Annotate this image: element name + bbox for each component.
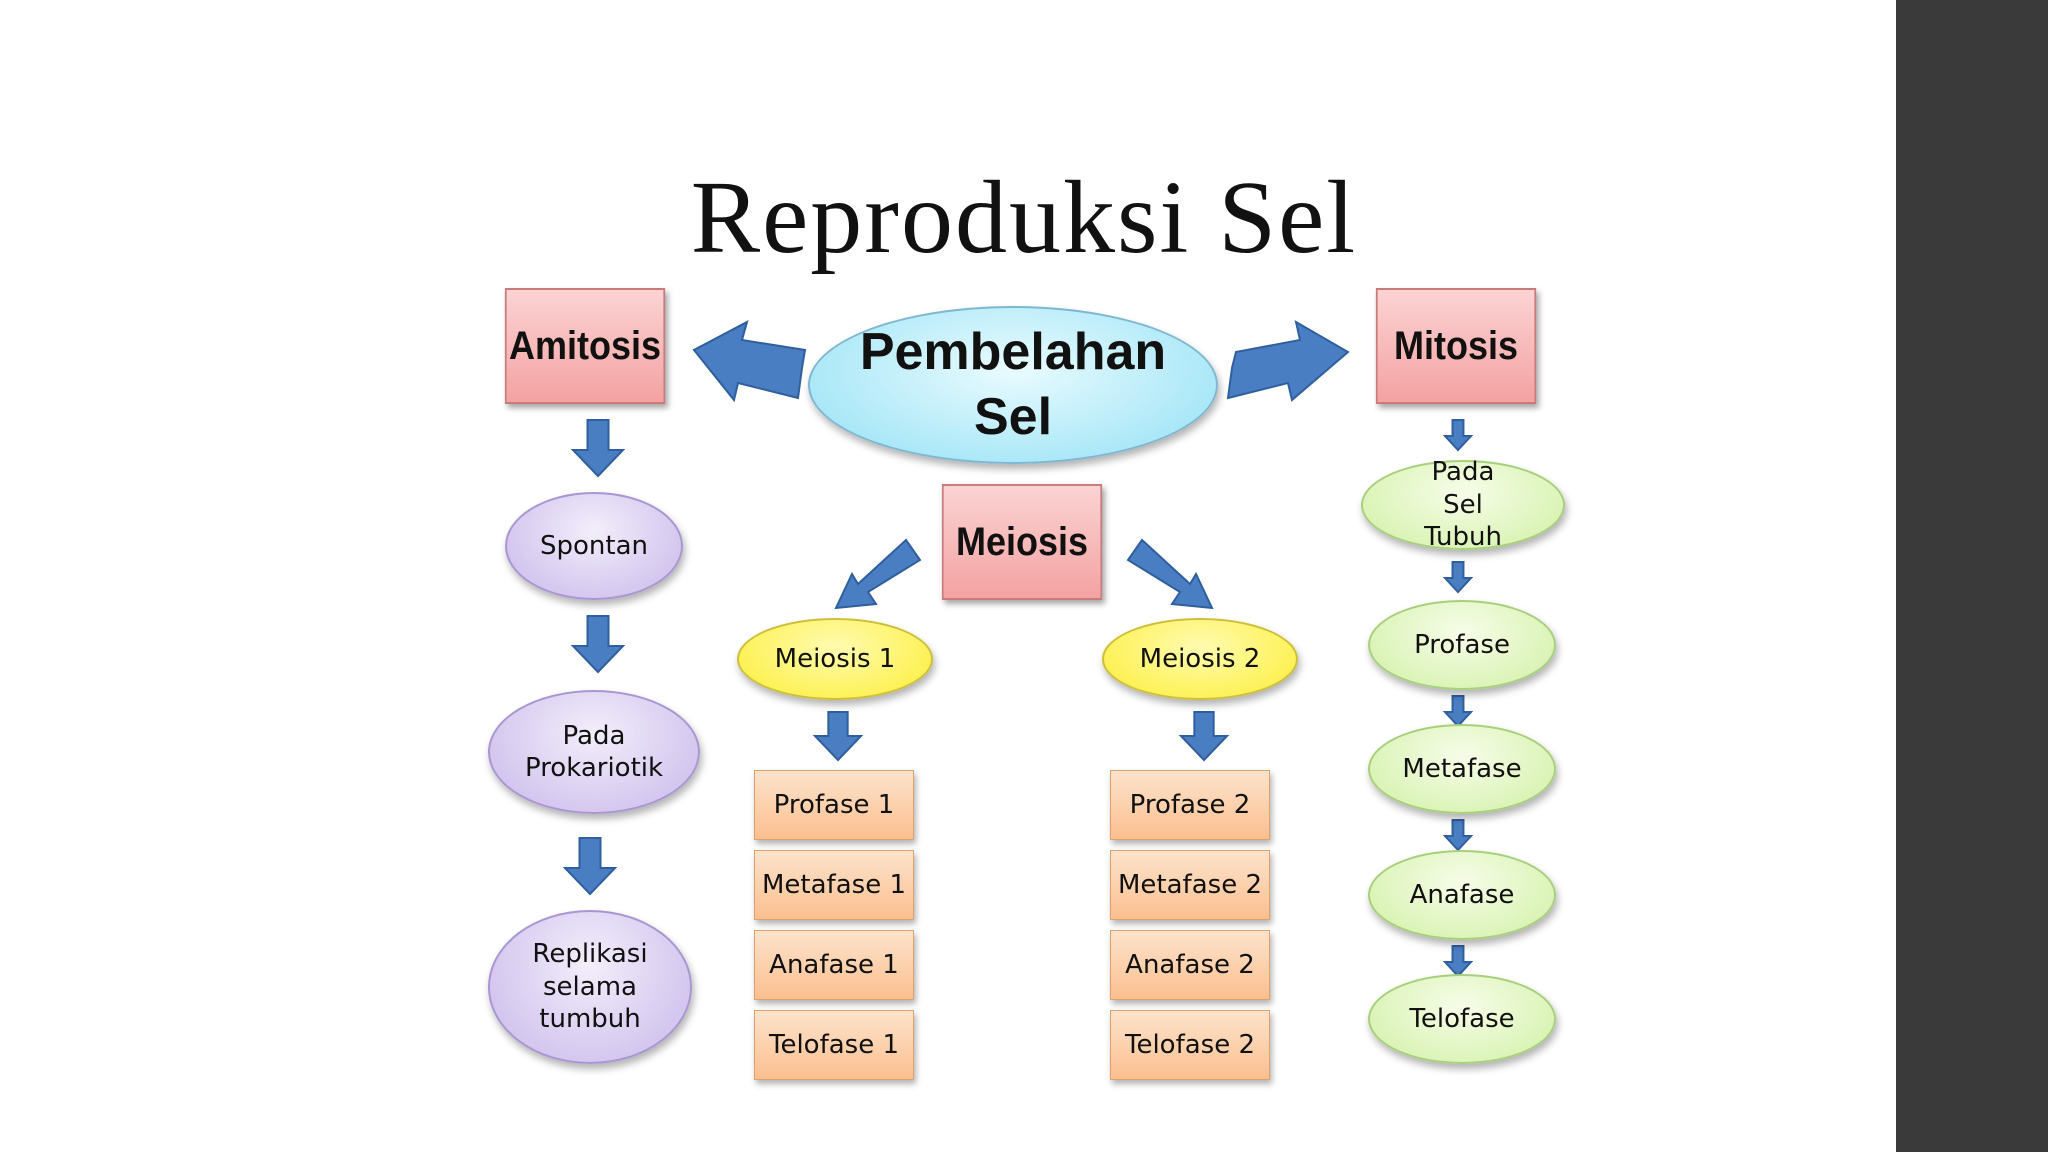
arrow-down-mitosis-3 xyxy=(1442,695,1474,728)
meiosis2-phase-4: Telofase 2 xyxy=(1110,1010,1270,1080)
meiosis1-phase-4: Telofase 1 xyxy=(754,1010,914,1080)
amitosis-step-3: Replikasi selama tumbuh xyxy=(488,910,692,1064)
meiosis-box: Meiosis xyxy=(941,484,1103,600)
arrow-down-mitosis-5 xyxy=(1442,945,1474,978)
arrow-down-amitosis-2 xyxy=(570,615,626,674)
arrow-to-meiosis1 xyxy=(834,538,922,610)
side-panel xyxy=(1896,0,2048,1152)
amitosis-step-1: Spontan xyxy=(505,492,683,600)
meiosis2-ellipse: Meiosis 2 xyxy=(1102,618,1298,700)
meiosis1-phase-1: Profase 1 xyxy=(754,770,914,840)
mitosis-box: Mitosis xyxy=(1375,288,1537,404)
meiosis2-phase-2: Metafase 2 xyxy=(1110,850,1270,920)
mitosis-step-1: Pada Sel Tubuh xyxy=(1361,457,1565,552)
center-line2: Sel xyxy=(973,388,1053,446)
arrow-down-mitosis-2 xyxy=(1442,561,1474,594)
center-ellipse: Pembelahan Sel xyxy=(808,306,1218,464)
meiosis1-ellipse: Meiosis 1 xyxy=(737,618,933,700)
mitosis-step-5: Telofase xyxy=(1368,974,1556,1064)
amitosis-step-2: Pada Prokariotik xyxy=(488,690,700,814)
center-line1: Pembelahan xyxy=(859,323,1167,381)
arrow-down-amitosis-1 xyxy=(570,419,626,478)
meiosis2-phase-1: Profase 2 xyxy=(1110,770,1270,840)
meiosis1-phase-2: Metafase 1 xyxy=(754,850,914,920)
mitosis-step-3: Metafase xyxy=(1368,724,1556,814)
slide-title: Reproduksi Sel xyxy=(690,160,1358,275)
arrow-to-meiosis2 xyxy=(1126,538,1214,610)
arrow-down-amitosis-3 xyxy=(562,837,618,896)
meiosis1-phase-3: Anafase 1 xyxy=(754,930,914,1000)
amitosis-box: Amitosis xyxy=(504,288,666,404)
meiosis2-phase-3: Anafase 2 xyxy=(1110,930,1270,1000)
arrow-down-meiosis1 xyxy=(812,711,864,762)
mitosis-step-4: Anafase xyxy=(1368,850,1556,940)
arrow-down-meiosis2 xyxy=(1178,711,1230,762)
arrow-down-mitosis-4 xyxy=(1442,819,1474,852)
mitosis-step-2: Profase xyxy=(1368,600,1556,690)
arrow-to-amitosis xyxy=(692,320,807,403)
arrow-to-mitosis xyxy=(1226,319,1350,402)
arrow-down-mitosis-1 xyxy=(1442,419,1474,452)
